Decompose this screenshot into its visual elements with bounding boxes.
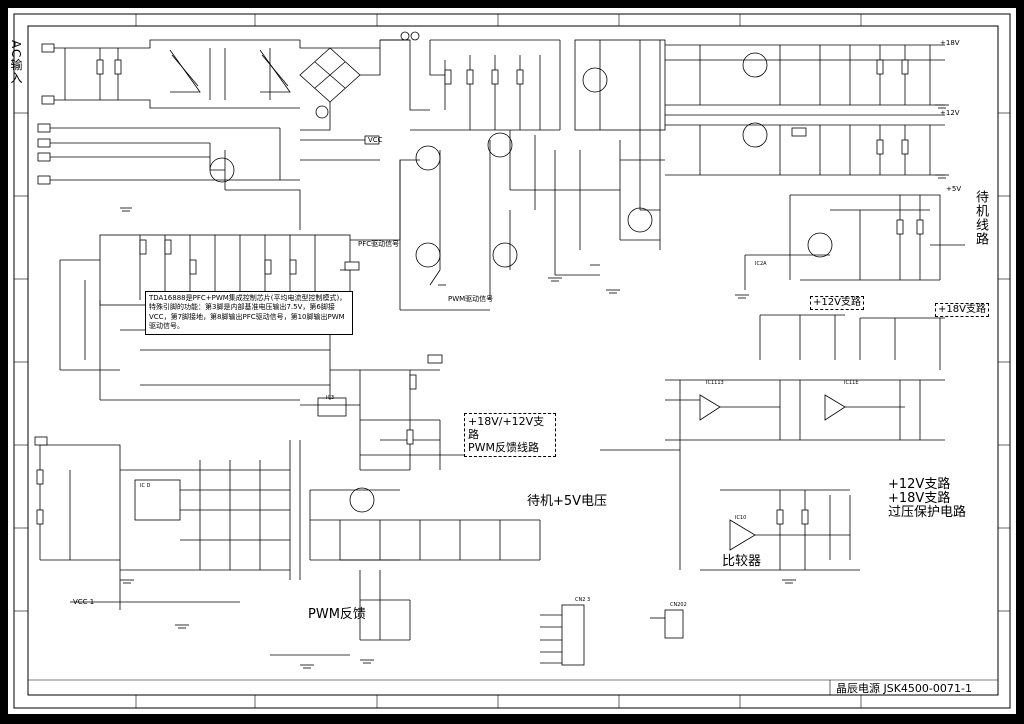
components [209, 31, 833, 513]
ic3-label: IC3 [326, 395, 335, 401]
inner-frame [27, 25, 999, 696]
ic1113-label: IC1113 [706, 380, 724, 386]
rail-12v-label: +12V [940, 109, 960, 117]
pwm-feedback-line-label: PWM反馈线路 [468, 441, 540, 455]
rail-5v-label: +5V [946, 185, 962, 193]
icd-label: IC D [140, 483, 151, 489]
rail-vcc1-label: VCC 1 [73, 598, 95, 606]
passives [36, 59, 924, 525]
ac-input-label: AC输入 [9, 40, 23, 85]
overvoltage-line-3: 过压保护电路 [888, 505, 967, 520]
title-block-title: 晶辰电源 JSK4500-007 [836, 682, 954, 695]
pwm-feedback-label: PWM反馈 [308, 607, 366, 622]
comparator-label: 比较器 [722, 554, 762, 569]
rail-vcc-label: VCC [368, 136, 383, 144]
overvoltage-line-1: +12V支路 [888, 477, 951, 492]
rail-18v-label: +18V [940, 39, 960, 47]
title-block-sheet: 1-1 [954, 682, 972, 695]
pwm-drive-label: PWM驱动信号 [448, 295, 494, 303]
connectors [540, 604, 684, 666]
sheet-background [8, 8, 1016, 714]
connector-2-label: CN202 [670, 602, 687, 608]
outer-frame [13, 13, 1011, 709]
standby-line-label: 待机线路 [973, 190, 988, 246]
grid-ticks [14, 14, 1010, 708]
pwm-feedback-box: +18V/+12V支路 PWM反馈线路 [464, 413, 556, 457]
pwm-feedback-branch-label: +18V/+12V支路 [468, 415, 545, 442]
branch-12v-label: +12V支路 [810, 296, 864, 310]
connector-1-label: CN2 3 [575, 597, 591, 603]
ic10-label: IC10 [735, 515, 747, 521]
branch-18v-label: +18V支路 [935, 303, 989, 317]
ground-symbols [120, 104, 949, 669]
input-terminals [34, 43, 807, 446]
standby-5v-label: 待机+5V电压 [527, 494, 608, 509]
ic2a-label: IC2A [755, 261, 767, 267]
wiring [39, 39, 965, 656]
ic-description-note: TDA16888是PFC+PWM集成控制芯片(平均电流型控制模式)，特殊引脚的功… [145, 291, 353, 335]
overvoltage-line-2: +18V支路 [888, 491, 951, 506]
ic11e-label: IC11E [844, 380, 859, 386]
pfc-drive-label: PFC驱动信号 [358, 240, 400, 248]
